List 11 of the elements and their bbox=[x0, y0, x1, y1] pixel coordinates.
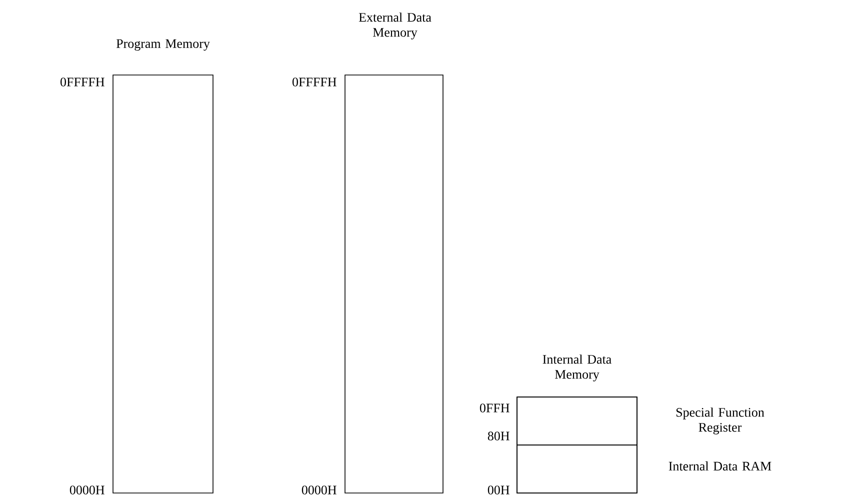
node-label: Program Memory bbox=[116, 39, 210, 51]
memory-section bbox=[516, 396, 638, 446]
region-label: Internal Data RAM bbox=[668, 461, 772, 471]
region-label: Special Function Register bbox=[676, 408, 764, 434]
node-label: Internal Data Memory bbox=[542, 354, 612, 382]
address-label: 0FFH bbox=[480, 404, 510, 412]
node-label: External Data Memory bbox=[358, 12, 432, 40]
memory-section bbox=[516, 444, 638, 494]
memory-box: Program Memory bbox=[112, 39, 214, 494]
memory-box: External Data Memory bbox=[344, 12, 444, 494]
address-label: 80H bbox=[488, 432, 510, 440]
